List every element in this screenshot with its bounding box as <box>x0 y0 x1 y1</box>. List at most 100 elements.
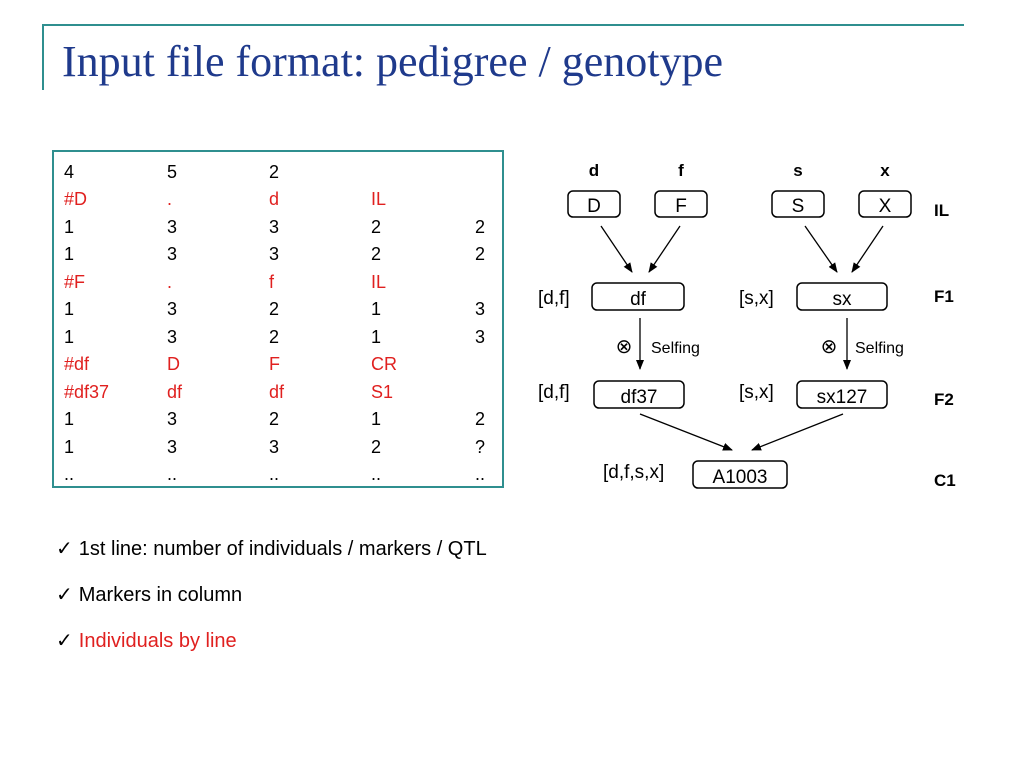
table-row: .......... <box>64 461 495 489</box>
node-sx-label: sx <box>833 289 853 310</box>
table-cell: . <box>167 271 173 292</box>
table-cell: S1 <box>371 381 394 402</box>
node-F: F <box>654 190 708 218</box>
table-cell: .. <box>269 464 280 485</box>
table-cell: .. <box>475 464 486 485</box>
selfing-symbol-right: ⊗ <box>821 336 838 358</box>
df37-parent-tag: [d,f] <box>538 382 570 403</box>
table-cell: D <box>167 354 180 375</box>
table-row: #F. f IL <box>64 268 495 296</box>
table-cell: 2 <box>269 161 280 182</box>
table-cell: df <box>269 381 285 402</box>
bullet-text: Individuals by line <box>78 630 237 652</box>
generation-IL: IL <box>934 201 949 220</box>
table-cell: 3 <box>167 299 178 320</box>
node-df37-label: df37 <box>621 387 658 408</box>
table-cell: 2 <box>269 299 280 320</box>
table-cell: 3 <box>167 436 178 457</box>
selfing-label-right: Selfing <box>855 340 904 357</box>
table-cell: 3 <box>475 326 486 347</box>
node-S-label: S <box>792 196 805 217</box>
title-rule-horizontal <box>42 24 964 26</box>
table-cell: 1 <box>371 326 382 347</box>
table-cell: .. <box>64 464 75 485</box>
node-sx: sx <box>796 282 888 311</box>
table-row: 4 5 2 <box>64 158 495 186</box>
table-cell: 2 <box>475 216 486 237</box>
sx-parent-tag: [s,x] <box>739 288 774 309</box>
table-cell: 5 <box>167 161 178 182</box>
arrow-X-sx <box>851 225 884 273</box>
table-cell: 1 <box>64 436 75 457</box>
generation-C1: C1 <box>934 471 956 490</box>
node-sx127-label: sx127 <box>817 387 868 408</box>
table-cell: 2 <box>475 244 486 265</box>
selfing-symbol-left: ⊗ <box>616 336 633 358</box>
arrow-D-df <box>600 225 633 273</box>
node-df: df <box>591 282 685 311</box>
table-cell: 4 <box>64 161 75 182</box>
bullet-item: ✓Individuals by line <box>56 628 237 653</box>
header-f: f <box>678 161 684 180</box>
generation-F1: F1 <box>934 287 954 306</box>
node-sx127: sx127 <box>796 380 888 409</box>
table-cell: 1 <box>371 299 382 320</box>
node-X: X <box>858 190 912 218</box>
slide-title: Input file format: pedigree / genotype <box>62 37 723 86</box>
df-parent-tag: [d,f] <box>538 288 570 309</box>
table-cell: 1 <box>64 244 75 265</box>
node-df37: df37 <box>593 380 685 409</box>
a1003-parent-tag: [d,f,s,x] <box>603 462 664 483</box>
table-cell: df <box>167 381 183 402</box>
table-cell: 3 <box>269 216 280 237</box>
table-cell: 3 <box>269 436 280 457</box>
table-cell: 2 <box>269 326 280 347</box>
table-cell: 3 <box>167 409 178 430</box>
table-cell: IL <box>371 189 387 210</box>
table-cell: 1 <box>64 409 75 430</box>
node-X-label: X <box>879 196 892 217</box>
table-row: #df D F CR <box>64 351 495 379</box>
table-row: 1 3 2 1 3 <box>64 296 495 324</box>
selfing-label-left: Selfing <box>651 340 700 357</box>
table-cell: IL <box>371 271 387 292</box>
table-cell: 2 <box>371 436 382 457</box>
arrow-df37-a1003 <box>639 413 733 451</box>
table-cell: 3 <box>167 326 178 347</box>
table-cell: F <box>269 354 280 375</box>
table-cell: 1 <box>371 409 382 430</box>
table-cell: d <box>269 189 280 210</box>
bullet-text: 1st line: number of individuals / marker… <box>78 538 487 560</box>
table-cell: #df <box>64 354 90 375</box>
table-cell: #D <box>64 189 88 210</box>
bullet-item: ✓1st line: number of individuals / marke… <box>56 536 487 561</box>
sx127-parent-tag: [s,x] <box>739 382 774 403</box>
table-cell: #F <box>64 271 86 292</box>
node-df-label: df <box>630 289 647 310</box>
node-A1003-label: A1003 <box>713 467 768 488</box>
table-cell: f <box>269 271 275 292</box>
table-cell: .. <box>167 464 178 485</box>
table-cell: ? <box>475 436 486 457</box>
table-cell: #df37 <box>64 381 110 402</box>
arrow-S-sx <box>804 225 838 273</box>
header-s: s <box>793 161 802 180</box>
table-cell: 3 <box>269 244 280 265</box>
table-row: 1 3 3 2? <box>64 433 495 461</box>
table-row: #df37 df df S1 <box>64 378 495 406</box>
node-A1003: A1003 <box>692 460 788 489</box>
table-cell: 2 <box>371 244 382 265</box>
table-cell: 3 <box>475 299 486 320</box>
table-row: 1 3 2 1 3 <box>64 323 495 351</box>
table-cell: 1 <box>64 299 75 320</box>
checkmark-icon: ✓ <box>56 584 73 606</box>
node-F-label: F <box>675 196 687 217</box>
node-D: D <box>567 190 621 218</box>
table-cell: 1 <box>64 326 75 347</box>
table-cell: CR <box>371 354 397 375</box>
